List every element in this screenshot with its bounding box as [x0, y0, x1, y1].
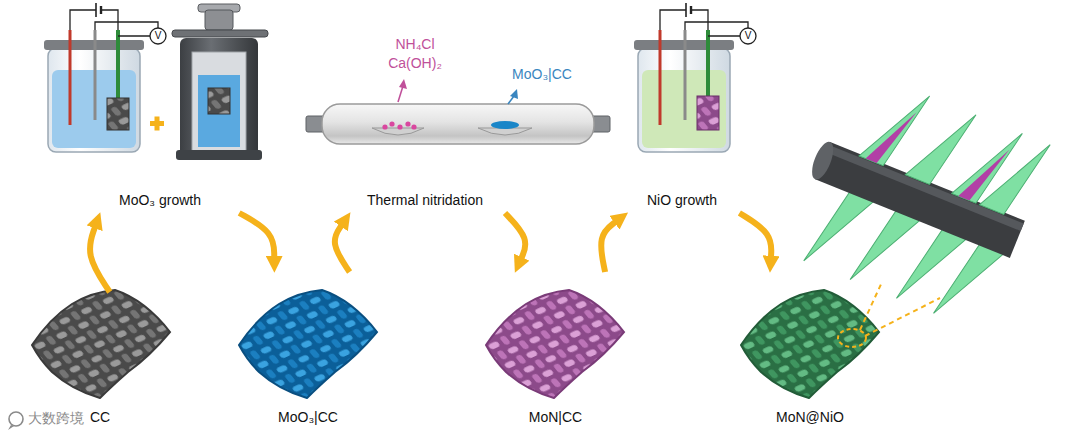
boat	[372, 128, 424, 135]
process-arrow	[90, 227, 110, 292]
moo3-cloth	[239, 290, 377, 398]
process-step: MoN|CC	[478, 272, 633, 430]
electrochemical-cell	[634, 3, 756, 152]
precursor-powder	[405, 121, 410, 126]
step-label: NiO growth	[647, 192, 717, 209]
process-step: NiO growth	[612, 5, 752, 213]
step-label: MoO₃ growth	[119, 192, 201, 209]
fiber-zoom	[778, 65, 1055, 332]
wire	[70, 10, 158, 36]
zoom-leader	[860, 282, 882, 330]
nio-cone	[859, 80, 930, 172]
process-step: MoN@NiO	[730, 272, 890, 430]
quartz-tube	[322, 104, 594, 144]
battery-symbol	[95, 3, 97, 17]
autoclave	[172, 4, 268, 160]
watermark-icon	[8, 412, 23, 430]
process-arrow	[239, 213, 274, 258]
leader-arrow	[508, 96, 514, 104]
carbon-cloth	[32, 290, 170, 398]
step-label: CC	[90, 409, 110, 426]
leader-arrow	[510, 89, 518, 99]
working-electrode	[116, 30, 120, 100]
autoclave-liner	[192, 52, 246, 152]
leader-arrow	[398, 86, 403, 102]
reference-electrode	[684, 30, 687, 120]
zoom-leader	[865, 298, 940, 336]
step-label: MoO₃|CC	[278, 409, 338, 426]
watermark: 大数跨境	[28, 410, 84, 427]
autoclave-body	[180, 38, 258, 158]
process-arrow	[335, 225, 350, 272]
autoclave-handle	[172, 30, 268, 37]
precursor-powder	[397, 124, 402, 129]
mon-cloth	[486, 290, 624, 398]
mon-cloth-electrode	[697, 96, 719, 130]
process-step: MoO₃|CC	[228, 272, 388, 430]
tube-furnace	[306, 79, 610, 144]
mon-nio-cloth	[741, 290, 879, 398]
precursor-powder	[411, 124, 416, 129]
autoclave-base	[176, 150, 262, 160]
chemical-label: Ca(OH)₂	[388, 55, 442, 72]
electrochemical-cell	[44, 3, 166, 152]
battery-symbol	[690, 6, 692, 14]
solution	[198, 75, 240, 147]
meter-label: V	[745, 31, 752, 41]
watermark-icon	[8, 425, 14, 430]
chemical-label: NH₄Cl	[395, 36, 434, 53]
counter-electrode	[69, 30, 72, 125]
precursor-powder	[389, 121, 394, 126]
zoom-circle	[838, 329, 866, 347]
voltmeter-symbol	[740, 28, 756, 44]
nio-cone	[905, 99, 976, 191]
leader-arrow	[399, 79, 407, 89]
process-arrow	[739, 213, 771, 258]
carbon-cloth	[32, 290, 170, 398]
process-step: CC	[30, 292, 170, 430]
boat	[478, 128, 532, 135]
nio-cone	[980, 129, 1051, 221]
sample	[491, 121, 519, 129]
battery-symbol	[685, 3, 687, 17]
battery-symbol	[100, 6, 102, 14]
carbon-cloth-electrode	[107, 98, 129, 130]
carbon-fiber	[808, 139, 838, 182]
carbon-cloth-sample	[208, 88, 230, 114]
working-electrode	[706, 30, 710, 100]
precursor-powder	[382, 124, 387, 129]
moo3-cloth	[239, 290, 377, 398]
reference-electrode	[94, 30, 97, 120]
plus-sign	[150, 117, 164, 131]
mon-cloth	[486, 290, 624, 398]
counter-electrode	[659, 30, 662, 125]
step-label: Thermal nitridation	[367, 192, 483, 209]
autoclave-cap	[205, 10, 233, 30]
voltmeter-symbol	[150, 28, 166, 44]
meter-label: V	[155, 31, 162, 41]
process-arrow	[601, 222, 616, 272]
mon-nio-cloth	[741, 290, 879, 398]
zoom-leader	[838, 282, 940, 347]
watermark-icon	[9, 412, 23, 426]
step-label: MoN@NiO	[776, 409, 844, 426]
process-arrow	[505, 213, 525, 259]
plus-sign	[155, 117, 160, 131]
step-label: MoN|CC	[529, 409, 582, 426]
wire	[660, 10, 748, 36]
chemical-label: MoO₃|CC	[512, 66, 572, 83]
mon-core	[866, 101, 917, 170]
